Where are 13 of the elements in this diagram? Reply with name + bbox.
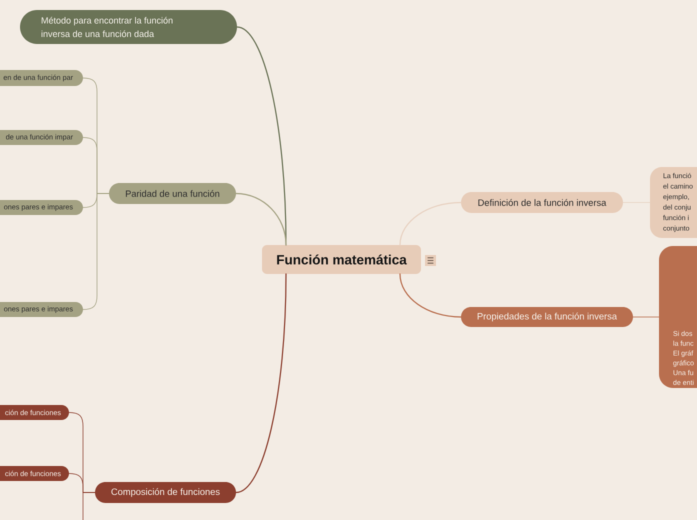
branch-line [82,193,110,310]
branch-line [632,316,660,318]
topic-box: Método para encontrar la función inversa de una función dada [20,10,237,44]
central-topic-box: Función matemática [262,245,421,274]
branch-line [235,192,287,246]
branch-line [235,273,287,494]
topic-box: Propiedades de la función inversa [461,307,633,327]
topic-box: Definición de la función inversa [461,192,623,213]
branch-line [399,273,462,318]
branch-line [82,492,96,520]
branch-line [399,202,462,246]
topic-box: Paridad de una función [109,183,236,204]
topic-box: Composición de funciones [95,482,236,503]
